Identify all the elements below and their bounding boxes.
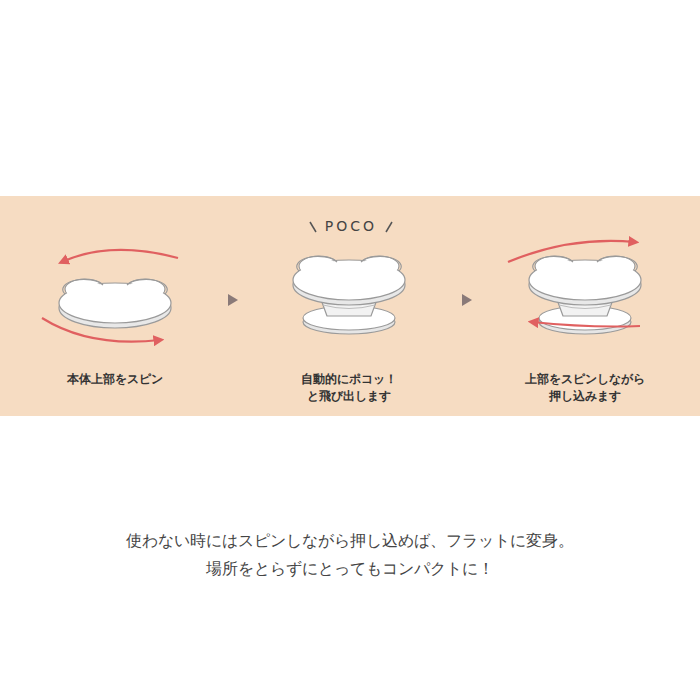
band [0, 196, 700, 416]
description-text: 使わない時にはスピンしながら押し込めば、フラットに変身。 場所をとらずにとっても… [121, 527, 579, 583]
step-caption: 本体上部をスピン [43, 371, 187, 388]
step-caption: 自動的にポコッ！ と飛び出します [297, 371, 400, 406]
sound-word: POCO [325, 216, 377, 236]
step-caption: 上部をスピンしながら 押し込みます [521, 371, 648, 406]
